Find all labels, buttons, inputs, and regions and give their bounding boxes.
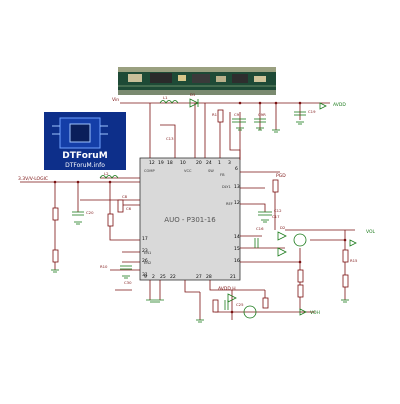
junction-dots <box>53 101 347 314</box>
label-c9r: C9R <box>258 112 266 117</box>
pin-1: 1 <box>218 160 221 166</box>
pin-19: 19 <box>158 160 164 166</box>
label-l2: L2 <box>104 171 109 176</box>
transistor-q1 <box>293 233 307 247</box>
label-c16: C16 <box>256 226 264 231</box>
pin-25: 25 <box>160 274 166 280</box>
logo-title: DTForuM <box>62 151 107 161</box>
dtforum-logo: DTForuM DTForuM.info <box>44 112 126 170</box>
label-r10: R10 <box>100 264 108 269</box>
voh-arrow <box>299 308 307 316</box>
diode-d1 <box>189 98 199 108</box>
pin-31: 31 <box>142 272 148 278</box>
pin-9: 9 <box>144 274 147 280</box>
pin-label-comp: COMP <box>144 169 155 173</box>
pin-26: 26 <box>142 258 148 264</box>
net-avdd: AVDD <box>333 102 346 108</box>
pin-label-en2: EN2 <box>144 261 151 265</box>
label-c9: C9 <box>234 112 240 117</box>
label-d2: D2 <box>280 225 286 230</box>
inductor-l1 <box>159 100 179 104</box>
avdd-arrow <box>319 102 327 110</box>
pin-label-sw: SW <box>208 169 214 173</box>
pin-16: 16 <box>234 258 240 264</box>
ground-symbols <box>51 121 349 323</box>
pin-6: 6 <box>235 166 238 172</box>
pin-label-vcc: VCC <box>184 169 192 173</box>
pin-28: 28 <box>206 274 212 280</box>
ic-pin-numbers: 12 19 18 10 20 24 1 3 6 13 12 14 15 16 1… <box>142 160 240 280</box>
vol-arrow <box>349 239 357 247</box>
diode-d2 <box>277 231 287 241</box>
label-c6: C6 <box>126 206 132 211</box>
green-components <box>72 98 357 319</box>
label-r15: R15 <box>350 258 358 263</box>
ic-label: AUO - P301-16 <box>164 216 216 224</box>
pin-24: 24 <box>206 160 212 166</box>
pin-13: 13 <box>234 184 240 190</box>
pin-15: 15 <box>234 246 240 252</box>
net-pgd: PGD <box>276 173 286 179</box>
label-c25: C25 <box>236 302 244 307</box>
net-logic: 3.3V/V-LOGIC <box>18 176 48 182</box>
pin-label-ref: REF <box>226 202 233 206</box>
pin-2: 2 <box>152 274 155 280</box>
component-labels: L1 D1 C13 R1 C9 C9R C19 L2 C20 C8 C6 R10… <box>86 92 358 307</box>
label-c13: C13 <box>166 136 174 141</box>
label-c17: C17 <box>272 214 280 219</box>
pin-12b: 12 <box>234 200 240 206</box>
pin-3: 3 <box>228 160 231 166</box>
pin-20: 20 <box>196 160 202 166</box>
pin-17: 17 <box>142 236 148 242</box>
pin-label-fb: FB <box>220 173 225 177</box>
inductor-l2 <box>99 175 119 179</box>
pin-12: 12 <box>149 160 155 166</box>
label-l1: L1 <box>163 95 168 100</box>
transistor-q2 <box>243 305 257 319</box>
main-ic: AUO - P301-16 <box>139 157 241 281</box>
pcb-photo <box>118 67 276 95</box>
label-c12: C12 <box>274 208 282 213</box>
pin-label-dly1: DLY1 <box>222 185 231 189</box>
resistors <box>52 109 349 313</box>
pin-23: 23 <box>142 248 148 254</box>
pin-22: 22 <box>170 274 176 280</box>
pin-label-en1: EN1 <box>144 251 151 255</box>
label-c30: C30 <box>124 280 132 285</box>
logo-subtitle: DTForuM.info <box>65 162 105 169</box>
label-c20: C20 <box>86 210 94 215</box>
label-c19: C19 <box>308 109 316 114</box>
label-d1: D1 <box>190 92 196 97</box>
pin-10: 10 <box>180 160 186 166</box>
ic-pin-labels: COMP VCC SW FB DLY1 REF EN1 EN2 <box>144 169 233 265</box>
net-vin: Vin <box>112 97 119 103</box>
label-c8: C8 <box>122 194 128 199</box>
net-avdd-h: AVDD H <box>218 286 236 292</box>
net-vol: VOL <box>366 229 376 235</box>
label-r1: R1 <box>212 112 218 117</box>
pin-14: 14 <box>234 234 240 240</box>
pin-18: 18 <box>167 160 173 166</box>
pin-27: 27 <box>196 274 202 280</box>
pin-21: 21 <box>230 274 236 280</box>
net-voh: VOH <box>310 310 320 316</box>
net-labels: Vin AVDD 3.3V/V-LOGIC VOL PGD AVDD H VOH <box>18 97 376 316</box>
